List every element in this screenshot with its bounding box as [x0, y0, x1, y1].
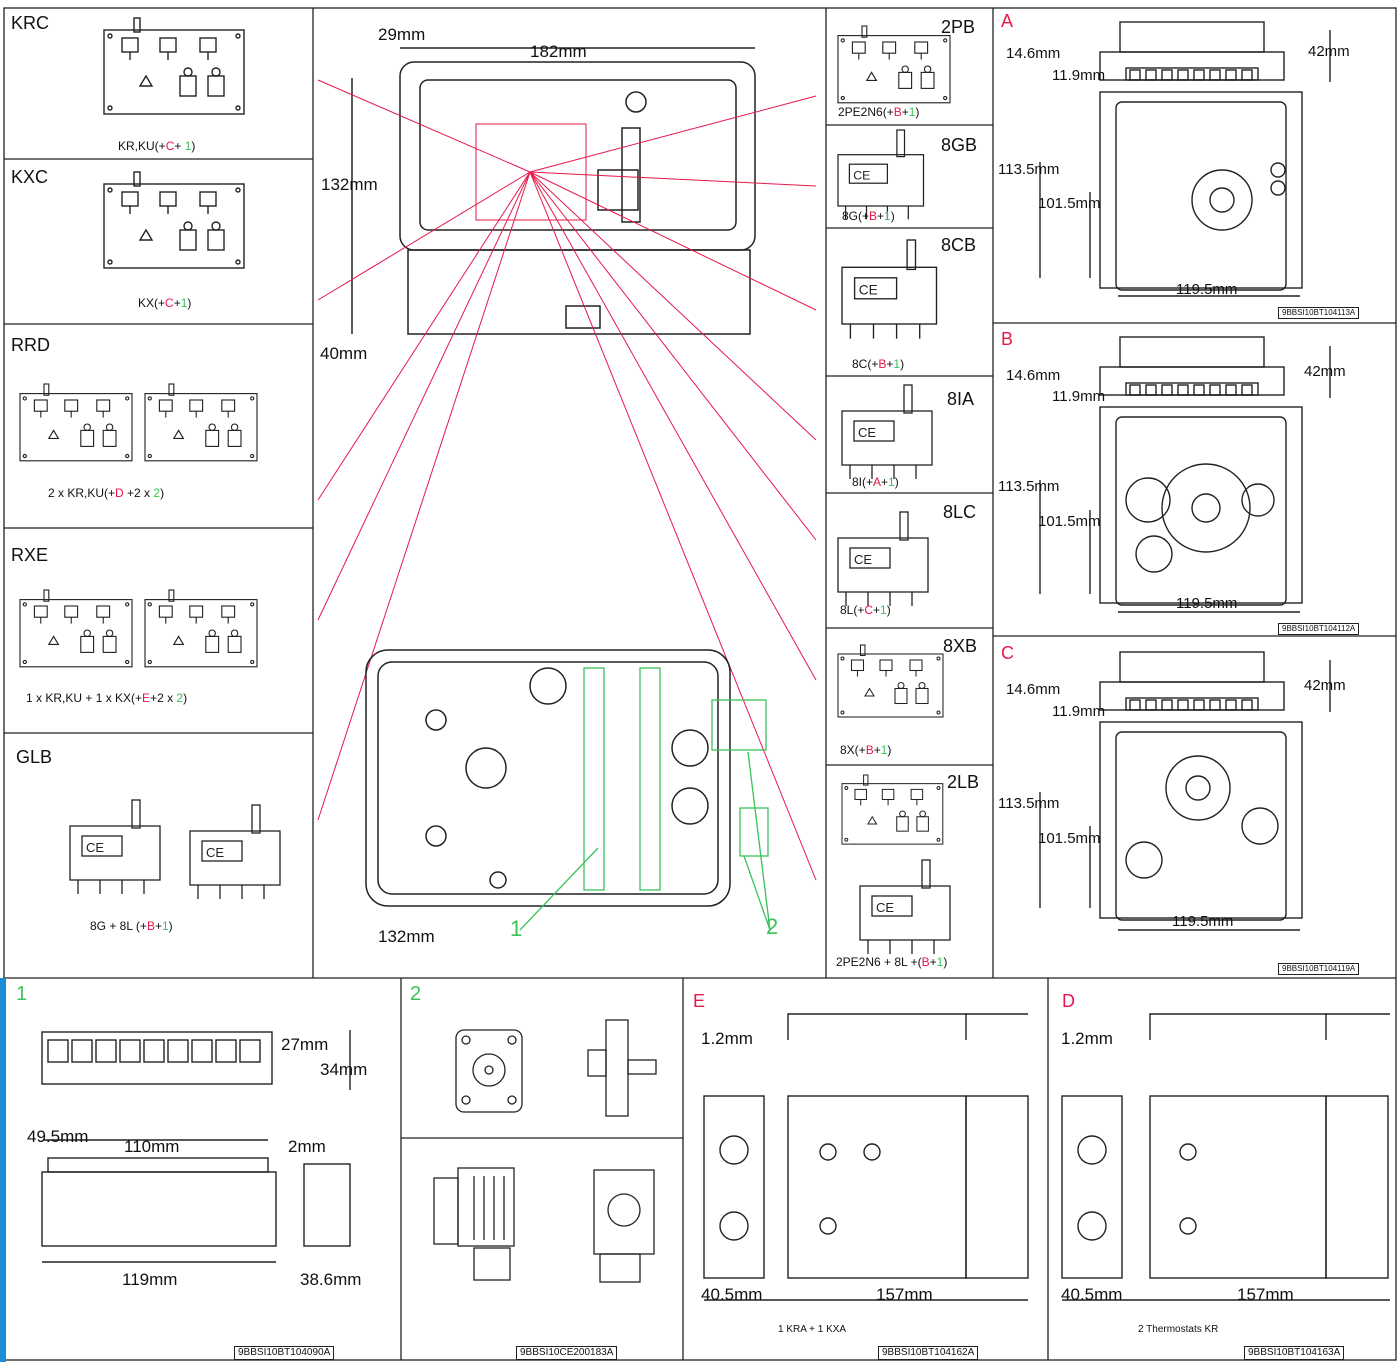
plate-letter-a: A — [1001, 11, 1014, 31]
caption-rrd: 2 x KR,KU(+D +2 x 2) — [48, 486, 165, 500]
p1-119mm: 119mm — [122, 1270, 178, 1289]
panel-2-number: 2 — [410, 983, 422, 1005]
kxc-thermostat-sketch — [103, 171, 245, 269]
pd-157mm: 157mm — [1237, 1285, 1294, 1304]
plate-a-ref: 9BBSI10BT104113A — [1278, 307, 1360, 319]
plate-a-42mm: 42mm — [1308, 43, 1350, 60]
callout-1: 1 — [510, 916, 523, 941]
p1-27mm: 27mm — [281, 1035, 329, 1054]
dim-182mm: 182mm — [530, 42, 587, 61]
plate-b-14-6mm: 14.6mm — [1006, 367, 1061, 384]
sheet-frame — [3, 7, 1397, 1361]
pd-note: 2 Thermostats KR — [1138, 1324, 1219, 1335]
plate-b-ref: 9BBSI10BT104112A — [1278, 623, 1360, 635]
mounting-bracket-drawing — [433, 1019, 657, 1283]
code-8xb: 8XB — [943, 636, 978, 656]
glb-8l-sketch — [189, 804, 281, 900]
plate-c-11-9mm: 11.9mm — [1052, 703, 1106, 720]
code-glb: GLB — [16, 747, 53, 767]
code-8cb: 8CB — [941, 235, 977, 255]
plate-a-101-5mm: 101.5mm — [1038, 195, 1101, 212]
plate-c-42mm: 42mm — [1304, 677, 1346, 694]
plate-b-113-5mm: 113.5mm — [998, 478, 1060, 495]
plate-c-101-5mm: 101.5mm — [1038, 830, 1101, 847]
code-8ia: 8IA — [947, 389, 975, 409]
pd-1-2mm: 1.2mm — [1061, 1029, 1113, 1048]
plate-c-113-5mm: 113.5mm — [998, 795, 1060, 812]
p1-2mm: 2mm — [288, 1137, 326, 1156]
terminal-block-drawing — [41, 1030, 351, 1263]
p1-110mm: 110mm — [124, 1137, 180, 1156]
plate-c-14-6mm: 14.6mm — [1006, 681, 1061, 698]
p1-38-6mm: 38.6mm — [300, 1270, 362, 1289]
krc-thermostat-sketch — [103, 17, 245, 115]
plate-b-119-5mm: 119.5mm — [1176, 595, 1238, 612]
pd-ref: 9BBSI10BT104163A — [1244, 1346, 1345, 1360]
p1-ref: 9BBSI10BT104090A — [234, 1346, 335, 1360]
plate-a-14-6mm: 14.6mm — [1006, 45, 1061, 62]
code-rrd: RRD — [11, 335, 50, 355]
dim-29mm: 29mm — [378, 25, 426, 44]
code-rxe: RXE — [11, 545, 49, 565]
leader-lines — [317, 79, 817, 881]
pe-note: 1 KRA + 1 KXA — [778, 1324, 847, 1335]
caption-2pb: 2PE2N6(+B+1) — [838, 105, 920, 119]
plate-letter-b: B — [1001, 329, 1014, 349]
code-8lc: 8LC — [943, 502, 977, 522]
plate-letter-c: C — [1001, 643, 1014, 663]
caption-8cb: 8C(+B+1) — [852, 357, 905, 371]
caption-kxc: KX(+C+1) — [138, 296, 192, 310]
plate-a-119-5mm: 119.5mm — [1176, 281, 1238, 298]
caption-8xb: 8X(+B+1) — [840, 743, 892, 757]
plate-b-drawing — [1099, 336, 1303, 606]
enclosure-plan-view — [365, 649, 731, 907]
caption-8lc: 8L(+C+1) — [840, 603, 891, 617]
pe-ref: 9BBSI10BT104162A — [878, 1346, 979, 1360]
plate-b-101-5mm: 101.5mm — [1038, 513, 1101, 530]
caption-2lb: 2PE2N6 + 8L +(B+1) — [836, 955, 948, 969]
code-kxc: KXC — [11, 167, 49, 187]
code-2lb: 2LB — [947, 772, 980, 792]
plate-a-drawing — [1099, 21, 1303, 291]
dim-40mm: 40mm — [320, 344, 368, 363]
left-blue-edge — [0, 978, 6, 1362]
plate-c-drawing — [1099, 651, 1303, 921]
code-8gb: 8GB — [941, 135, 978, 155]
caption-krc: KR,KU(+C+ 1) — [118, 139, 196, 153]
plate-letter-d: D — [1062, 991, 1075, 1011]
caption-8ia: 8I(+A+1) — [852, 475, 899, 489]
code-2pb: 2PB — [941, 17, 976, 37]
pe-157mm: 157mm — [876, 1285, 933, 1304]
plate-b-11-9mm: 11.9mm — [1052, 388, 1106, 405]
plate-c-ref: 9BBSI10BT104119A — [1278, 963, 1360, 975]
caption-glb: 8G + 8L (+B+1) — [90, 919, 173, 933]
plate-b-42mm: 42mm — [1304, 363, 1346, 380]
caption-rxe: 1 x KR,KU + 1 x KX(+E+2 x 2) — [26, 691, 188, 705]
pe-1-2mm: 1.2mm — [701, 1029, 753, 1048]
p1-34mm: 34mm — [320, 1060, 368, 1079]
plate-d-drawing — [1061, 1013, 1390, 1301]
panel-1-number: 1 — [16, 983, 28, 1005]
plate-a-113-5mm: 113.5mm — [998, 161, 1060, 178]
pd-40-5mm: 40.5mm — [1061, 1285, 1123, 1304]
plate-letter-e: E — [693, 991, 706, 1011]
plate-c-119-5mm: 119.5mm — [1172, 913, 1234, 930]
glb-8g-sketch — [69, 799, 161, 895]
p2-ref: 9BBSI10CE200183A — [516, 1346, 618, 1360]
plate-a-11-9mm: 11.9mm — [1052, 67, 1106, 84]
plate-e-drawing — [703, 1013, 1029, 1301]
callout-2: 2 — [766, 914, 779, 939]
code-krc: KRC — [11, 13, 50, 33]
section-view-top — [399, 61, 756, 251]
pe-40-5mm: 40.5mm — [701, 1285, 763, 1304]
dim-132mm-side: 132mm — [321, 175, 378, 194]
p1-49-5mm: 49.5mm — [27, 1127, 89, 1146]
dim-132mm-bottom: 132mm — [378, 927, 435, 946]
caption-8gb: 8G(+B+1) — [842, 209, 895, 223]
